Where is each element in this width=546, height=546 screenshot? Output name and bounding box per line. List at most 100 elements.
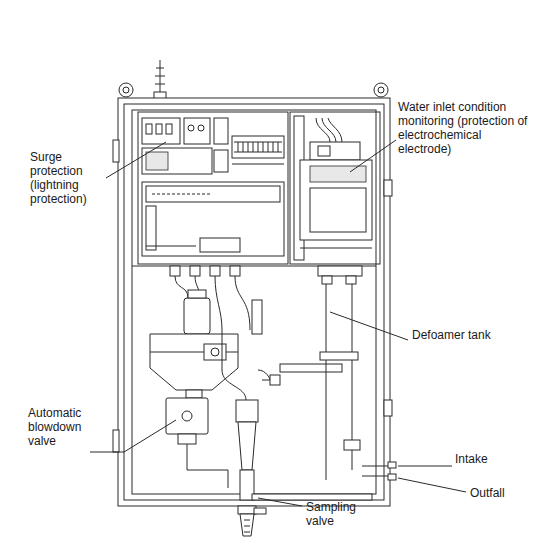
leader-line xyxy=(106,142,166,178)
analyzer-compartment xyxy=(310,166,366,182)
sampling-valve xyxy=(240,514,254,536)
leader-line xyxy=(90,420,176,452)
lifting-eye xyxy=(378,87,384,93)
lifting-eye xyxy=(374,83,388,97)
tank-label: Defoamer tank xyxy=(412,328,522,342)
cabinet-housing xyxy=(384,400,392,416)
analyzer-compartment xyxy=(318,146,330,156)
pipework xyxy=(362,466,388,476)
electrical-panel xyxy=(138,112,288,264)
pipework xyxy=(222,284,388,500)
electrical-panel xyxy=(232,164,284,165)
fitting-row xyxy=(190,266,200,276)
pipework xyxy=(238,422,256,470)
cabinet-housing xyxy=(113,430,119,452)
fitting-row xyxy=(230,266,240,276)
analyzer-compartment xyxy=(290,112,380,264)
electrical-panel xyxy=(146,206,156,250)
fitting-row xyxy=(170,266,180,276)
electrical-panel xyxy=(232,136,284,158)
leader-line xyxy=(398,478,466,492)
sampling-label: Sampling valve xyxy=(306,500,368,528)
fitting-row xyxy=(318,266,362,276)
port-fitting xyxy=(388,462,396,468)
defoamer-tank xyxy=(204,344,226,360)
blowdown-valve xyxy=(182,411,192,421)
lifting-eye xyxy=(119,83,388,97)
antenna xyxy=(155,76,165,77)
electrical-panel xyxy=(200,238,240,252)
electrical-panel xyxy=(188,125,194,131)
leader-line xyxy=(330,312,408,340)
sampling-valve xyxy=(254,508,266,514)
antenna xyxy=(154,60,166,100)
surge-protection-label: Surge protection (lightning protection) xyxy=(30,150,106,206)
sampling-valve xyxy=(238,506,256,514)
port-fitting xyxy=(388,462,396,480)
cabinet-housing xyxy=(384,180,392,196)
electrical-panel xyxy=(146,124,152,134)
lifting-eye xyxy=(119,83,133,97)
analyzer-compartment xyxy=(300,160,372,240)
sampling-valve xyxy=(238,506,266,536)
fitting-row xyxy=(346,276,356,284)
electrical-panel xyxy=(198,125,204,131)
leader-line xyxy=(90,140,466,506)
pipework xyxy=(252,494,372,500)
leader-line xyxy=(258,498,302,506)
sampling-valve xyxy=(244,520,250,532)
fitting-row xyxy=(210,266,220,276)
cabinet-housing xyxy=(118,98,390,506)
defoamer-tank xyxy=(150,334,238,390)
electrical-panel xyxy=(166,124,172,134)
intake-label: Intake xyxy=(455,452,515,466)
analyzer-compartment xyxy=(290,112,380,264)
analyzer-compartment xyxy=(310,142,360,160)
electrical-panel xyxy=(142,148,212,174)
pipework xyxy=(320,352,358,360)
fitting-row xyxy=(132,266,376,284)
pipework xyxy=(344,440,360,450)
cabinet-housing xyxy=(124,104,384,500)
cabinet-housing xyxy=(113,98,392,506)
blowdown-valve xyxy=(186,390,202,398)
outfall-label: Outfall xyxy=(470,486,530,500)
electrical-panel xyxy=(152,194,212,195)
electrical-panel xyxy=(146,186,280,202)
leader-line xyxy=(398,466,452,467)
analyzer-compartment xyxy=(316,118,342,142)
antenna xyxy=(156,68,164,69)
electrical-panel xyxy=(184,118,210,144)
pipework xyxy=(236,400,258,422)
defoamer-tank xyxy=(150,276,250,390)
cabinet-housing xyxy=(113,140,119,162)
defoamer-tank xyxy=(184,298,210,334)
electrical-panel xyxy=(214,150,228,172)
lifting-eye xyxy=(123,87,129,93)
electrical-panel xyxy=(142,182,284,256)
electrical-panel xyxy=(234,142,282,152)
electrical-panel xyxy=(146,152,168,170)
electrical-panel xyxy=(156,124,162,134)
leader-line xyxy=(350,140,396,172)
pipework xyxy=(280,364,342,372)
defoamer-tank xyxy=(188,290,206,298)
pipework xyxy=(270,375,280,385)
monitoring-label: Water inlet condition monitoring (protec… xyxy=(398,100,538,156)
defoamer-tank xyxy=(211,348,219,356)
port-fitting xyxy=(388,474,396,480)
electrical-panel xyxy=(238,142,278,152)
antenna xyxy=(155,84,165,85)
blowdown-valve xyxy=(166,398,208,434)
electrical-panel xyxy=(214,118,228,144)
electrical-panel xyxy=(142,118,180,144)
electrical-panel xyxy=(138,112,288,264)
cabinet-housing xyxy=(132,110,376,494)
pipework xyxy=(326,284,352,480)
blowdown-valve xyxy=(178,434,196,444)
electrical-panel xyxy=(146,246,196,247)
pipework xyxy=(252,300,262,334)
fitting-row xyxy=(322,276,332,284)
analyzer-compartment xyxy=(310,188,366,232)
